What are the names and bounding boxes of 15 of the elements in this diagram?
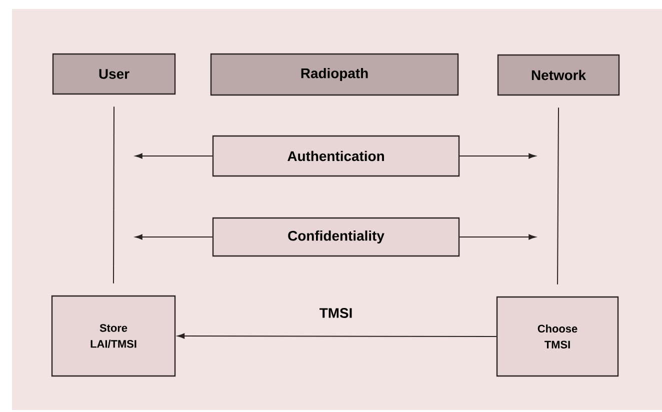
header-box: User — [52, 53, 176, 95]
arrow — [177, 333, 497, 339]
header-box: Network — [497, 54, 620, 96]
arrow — [459, 234, 536, 240]
process-box: Store LAI/TMSI — [51, 295, 176, 377]
arrow — [459, 153, 536, 159]
process-box: Confidentiality — [212, 217, 460, 257]
arrow — [135, 153, 213, 159]
process-box: Authentication — [212, 135, 460, 177]
edge-label: TMSI — [318, 307, 354, 319]
process-box: Choose TMSI — [496, 296, 619, 377]
lifeline — [557, 107, 559, 285]
arrow — [135, 234, 213, 240]
lifeline — [113, 106, 114, 284]
header-box: Radiopath — [210, 53, 459, 96]
